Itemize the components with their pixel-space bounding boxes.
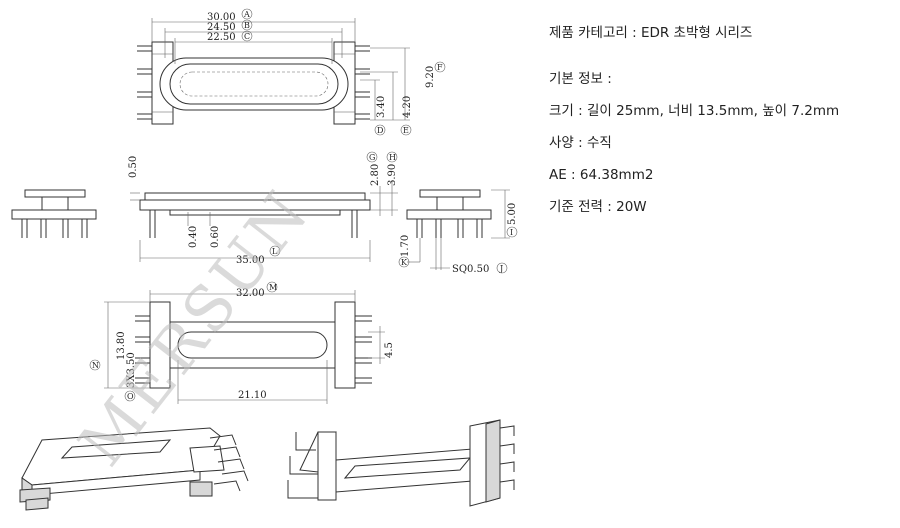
dim-n-label: N: [92, 361, 99, 370]
dim-l-label: L: [272, 247, 278, 256]
dim-g-value: 2.80: [370, 164, 381, 186]
power-info: 기준 전력 : 20W: [549, 199, 647, 215]
dim-i-value: 5.00: [507, 203, 518, 225]
dim-n-value: 13.80: [116, 331, 127, 360]
dim-f-value: 9.20: [425, 66, 436, 88]
dim-o-label: O: [127, 392, 134, 401]
dim-m-label: M: [269, 283, 277, 292]
dim-g-label: G: [369, 153, 375, 162]
dim-d-value: 3.40: [376, 96, 387, 118]
dim-j-label: J: [499, 264, 503, 273]
dim-m-value: 32.00: [236, 288, 265, 299]
dim-21-10-value: 21.10: [238, 390, 267, 401]
dim-o-value: 3X3.50: [126, 352, 137, 388]
dim-j-value: SQ0.50: [452, 264, 489, 275]
side-view-right: 5.00 I 1.70 K SQ0.50 J: [398, 189, 518, 275]
dim-h-value: 3.90: [387, 164, 398, 186]
dim-c-label: C: [244, 32, 250, 41]
dim-k-label: K: [401, 258, 408, 267]
technical-drawing: 30.00 A 24.50 B 22.50 C 9.20 F 3.40 D 4.…: [11, 8, 518, 511]
dim-a-value: 30.00: [207, 12, 236, 23]
dim-c-value: 22.50: [207, 32, 236, 43]
product-info: 제품 카테고리 : EDR 초박형 시리즈 기본 정보 : 크기 : 길이 25…: [549, 24, 889, 216]
spec-info: 사양 : 수직: [549, 135, 612, 151]
dim-b-value: 24.50: [207, 22, 236, 33]
dim-0-60-value: 0.60: [210, 226, 221, 248]
dim-a-label: A: [243, 10, 250, 19]
dim-h-label: H: [389, 153, 396, 162]
dim-f-label: F: [437, 63, 443, 72]
dim-l-value: 35.00: [236, 255, 265, 266]
ae-info: AE : 64.38mm2: [549, 167, 654, 183]
dim-d-label: D: [377, 126, 383, 135]
front-view: 0.50 2.80 G 3.90 H 0.40 0.60 35.00 L: [128, 151, 398, 266]
bottom-view: 32.00 M 13.80 N 3X3.50 O 4.5 21.10: [89, 281, 395, 404]
product-category: 제품 카테고리 : EDR 초박형 시리즈: [549, 25, 753, 41]
basic-info-title: 기본 정보 :: [549, 71, 612, 87]
dim-0-40-value: 0.40: [188, 226, 199, 248]
isometric-view-left: [19, 427, 249, 511]
side-view-left: [11, 189, 97, 238]
dim-e-value: 4.20: [402, 96, 413, 118]
dim-k-value: 1.70: [400, 235, 411, 257]
dim-b-label: B: [244, 21, 250, 30]
size-info: 크기 : 길이 25mm, 너비 13.5mm, 높이 7.2mm: [549, 103, 840, 119]
dim-0-50-value: 0.50: [128, 156, 139, 178]
dim-4-5-value: 4.5: [384, 342, 395, 358]
isometric-view-right: [287, 419, 515, 507]
dim-i-label: I: [510, 228, 513, 237]
top-view: 30.00 A 24.50 B 22.50 C 9.20 F 3.40 D 4.…: [137, 8, 446, 136]
dim-e-label: E: [403, 126, 409, 135]
